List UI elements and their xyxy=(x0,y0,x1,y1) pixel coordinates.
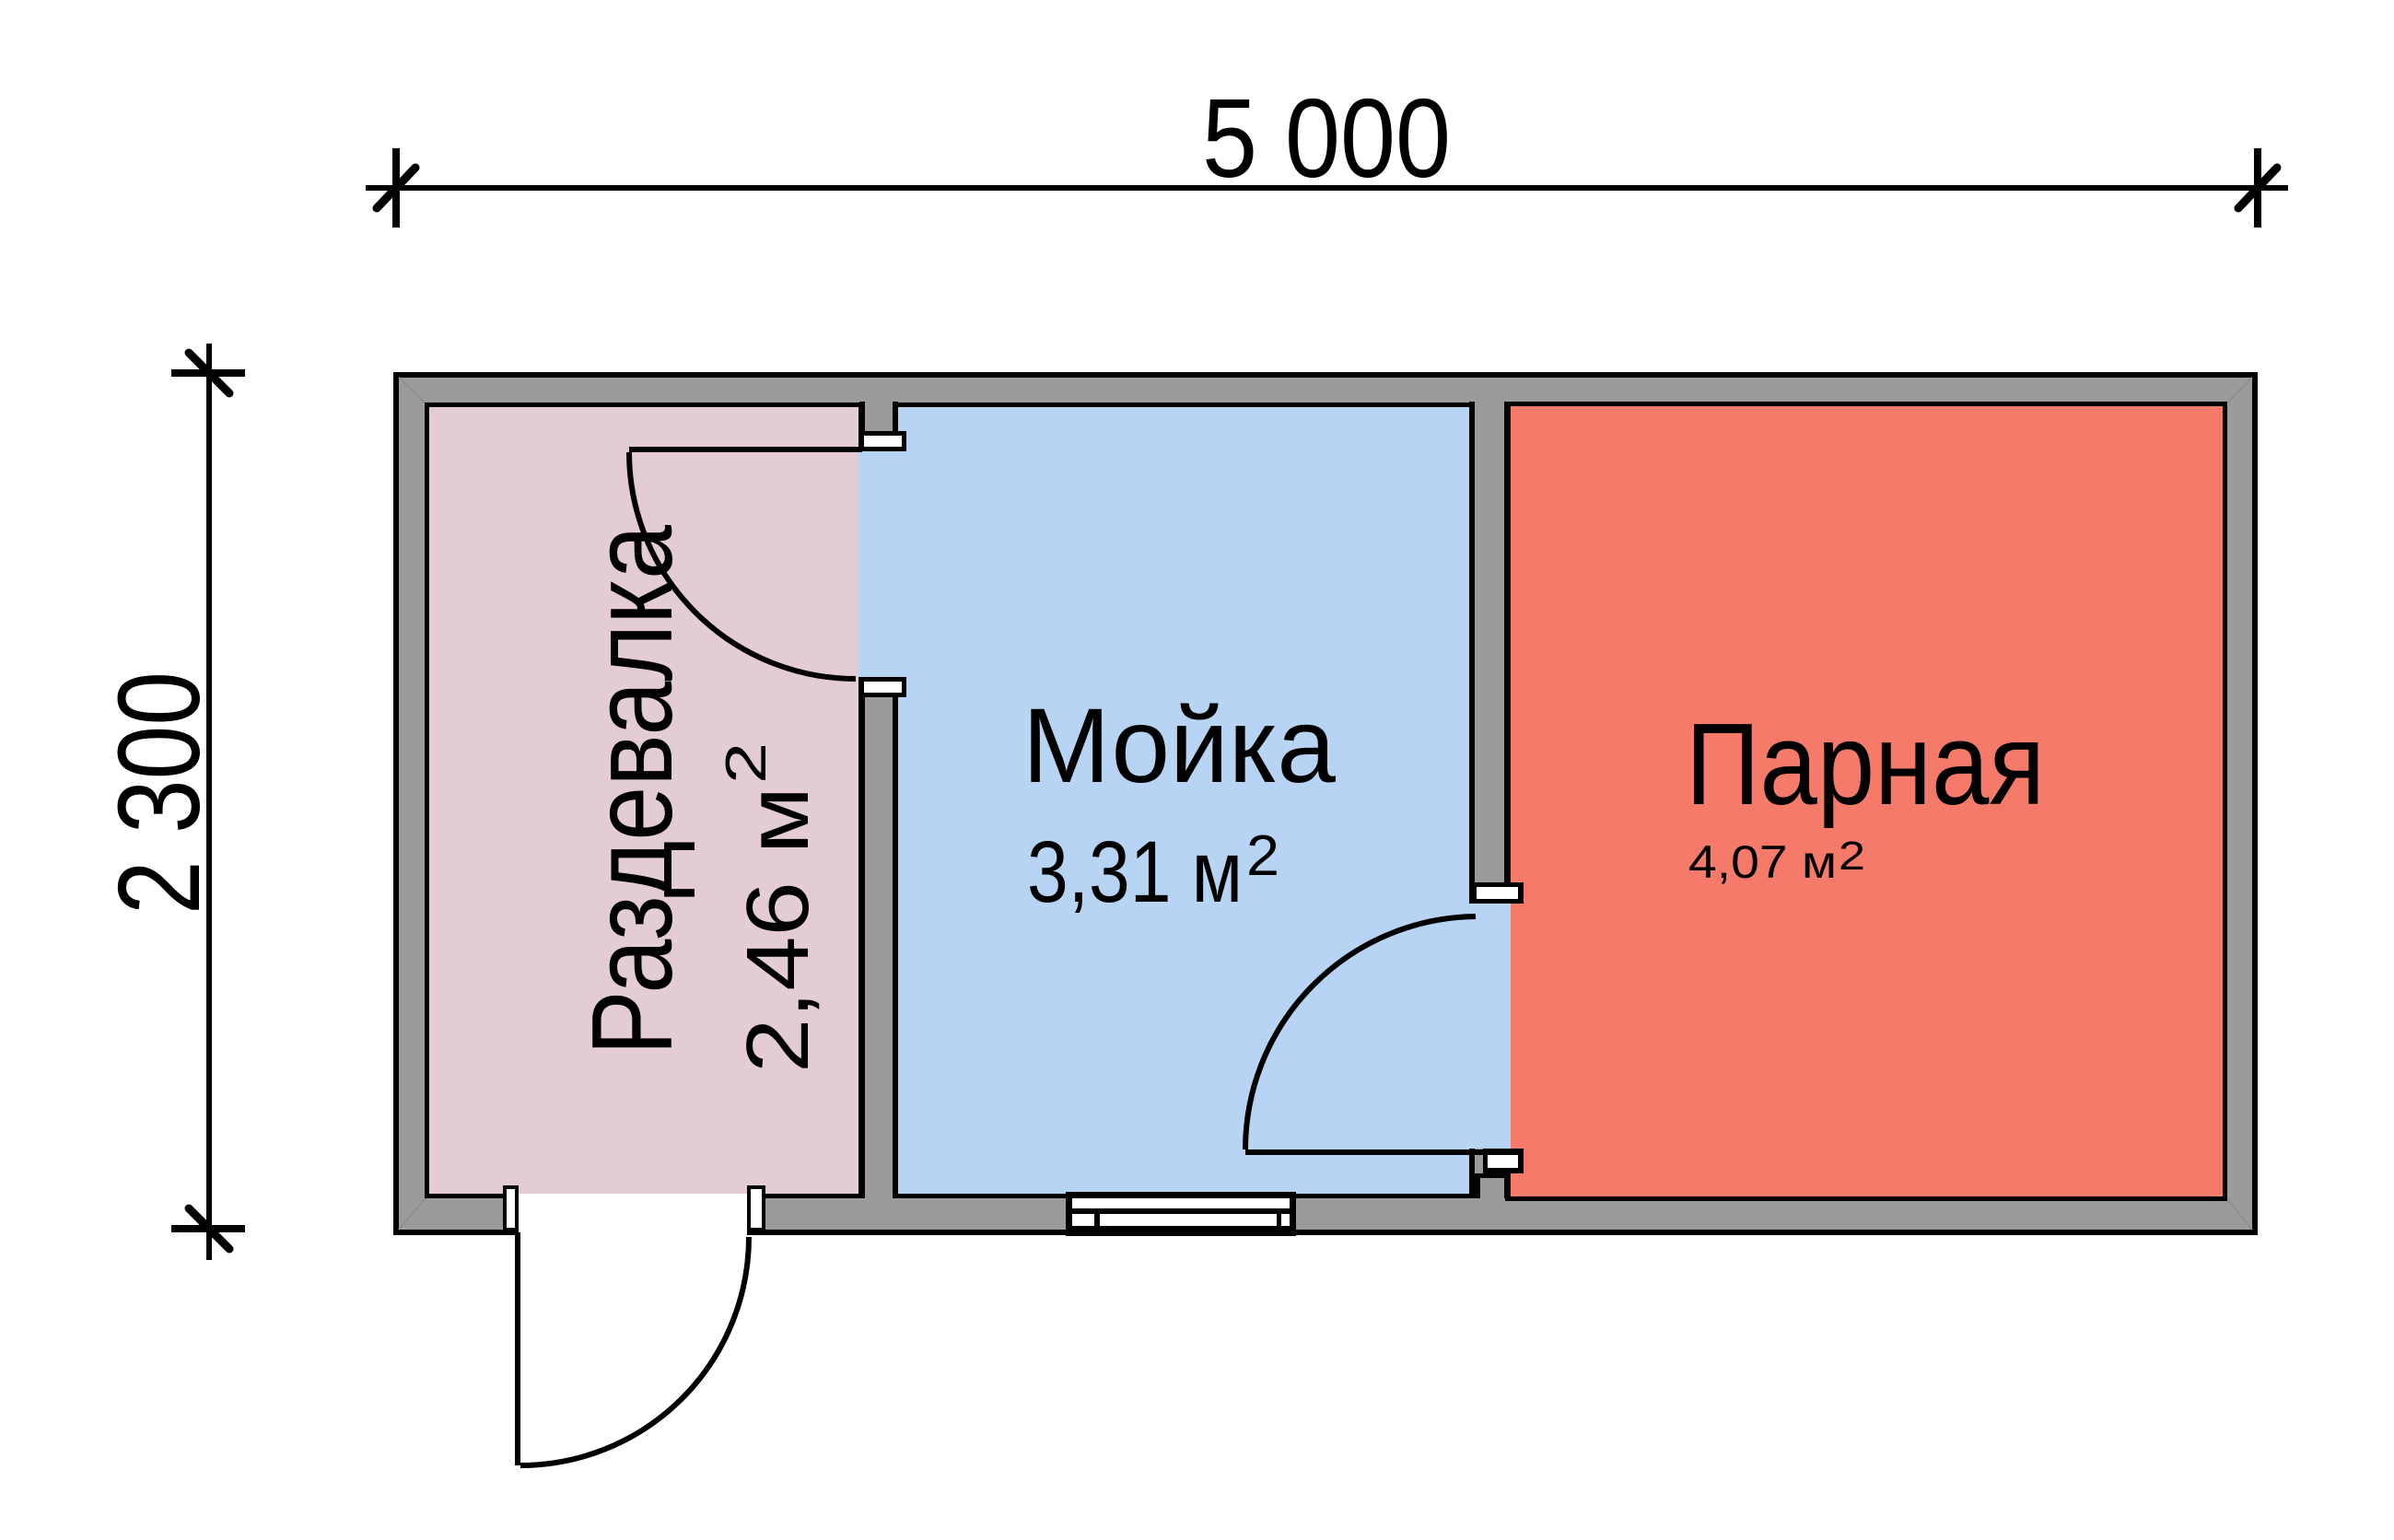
svg-text:2,46 м: 2,46 м xyxy=(729,787,827,1073)
svg-text:2: 2 xyxy=(1839,834,1865,879)
svg-text:4,07 м: 4,07 м xyxy=(1688,836,1837,888)
svg-text:2 300: 2 300 xyxy=(94,671,224,915)
svg-text:Парная: Парная xyxy=(1686,699,2045,829)
svg-text:2: 2 xyxy=(1246,824,1279,888)
svg-text:5 000: 5 000 xyxy=(1202,76,1451,201)
svg-text:Раздевалка: Раздевалка xyxy=(569,525,696,1056)
svg-text:2: 2 xyxy=(715,742,778,784)
svg-text:3,31 м: 3,31 м xyxy=(1027,823,1243,921)
svg-text:Мойка: Мойка xyxy=(1022,687,1336,805)
